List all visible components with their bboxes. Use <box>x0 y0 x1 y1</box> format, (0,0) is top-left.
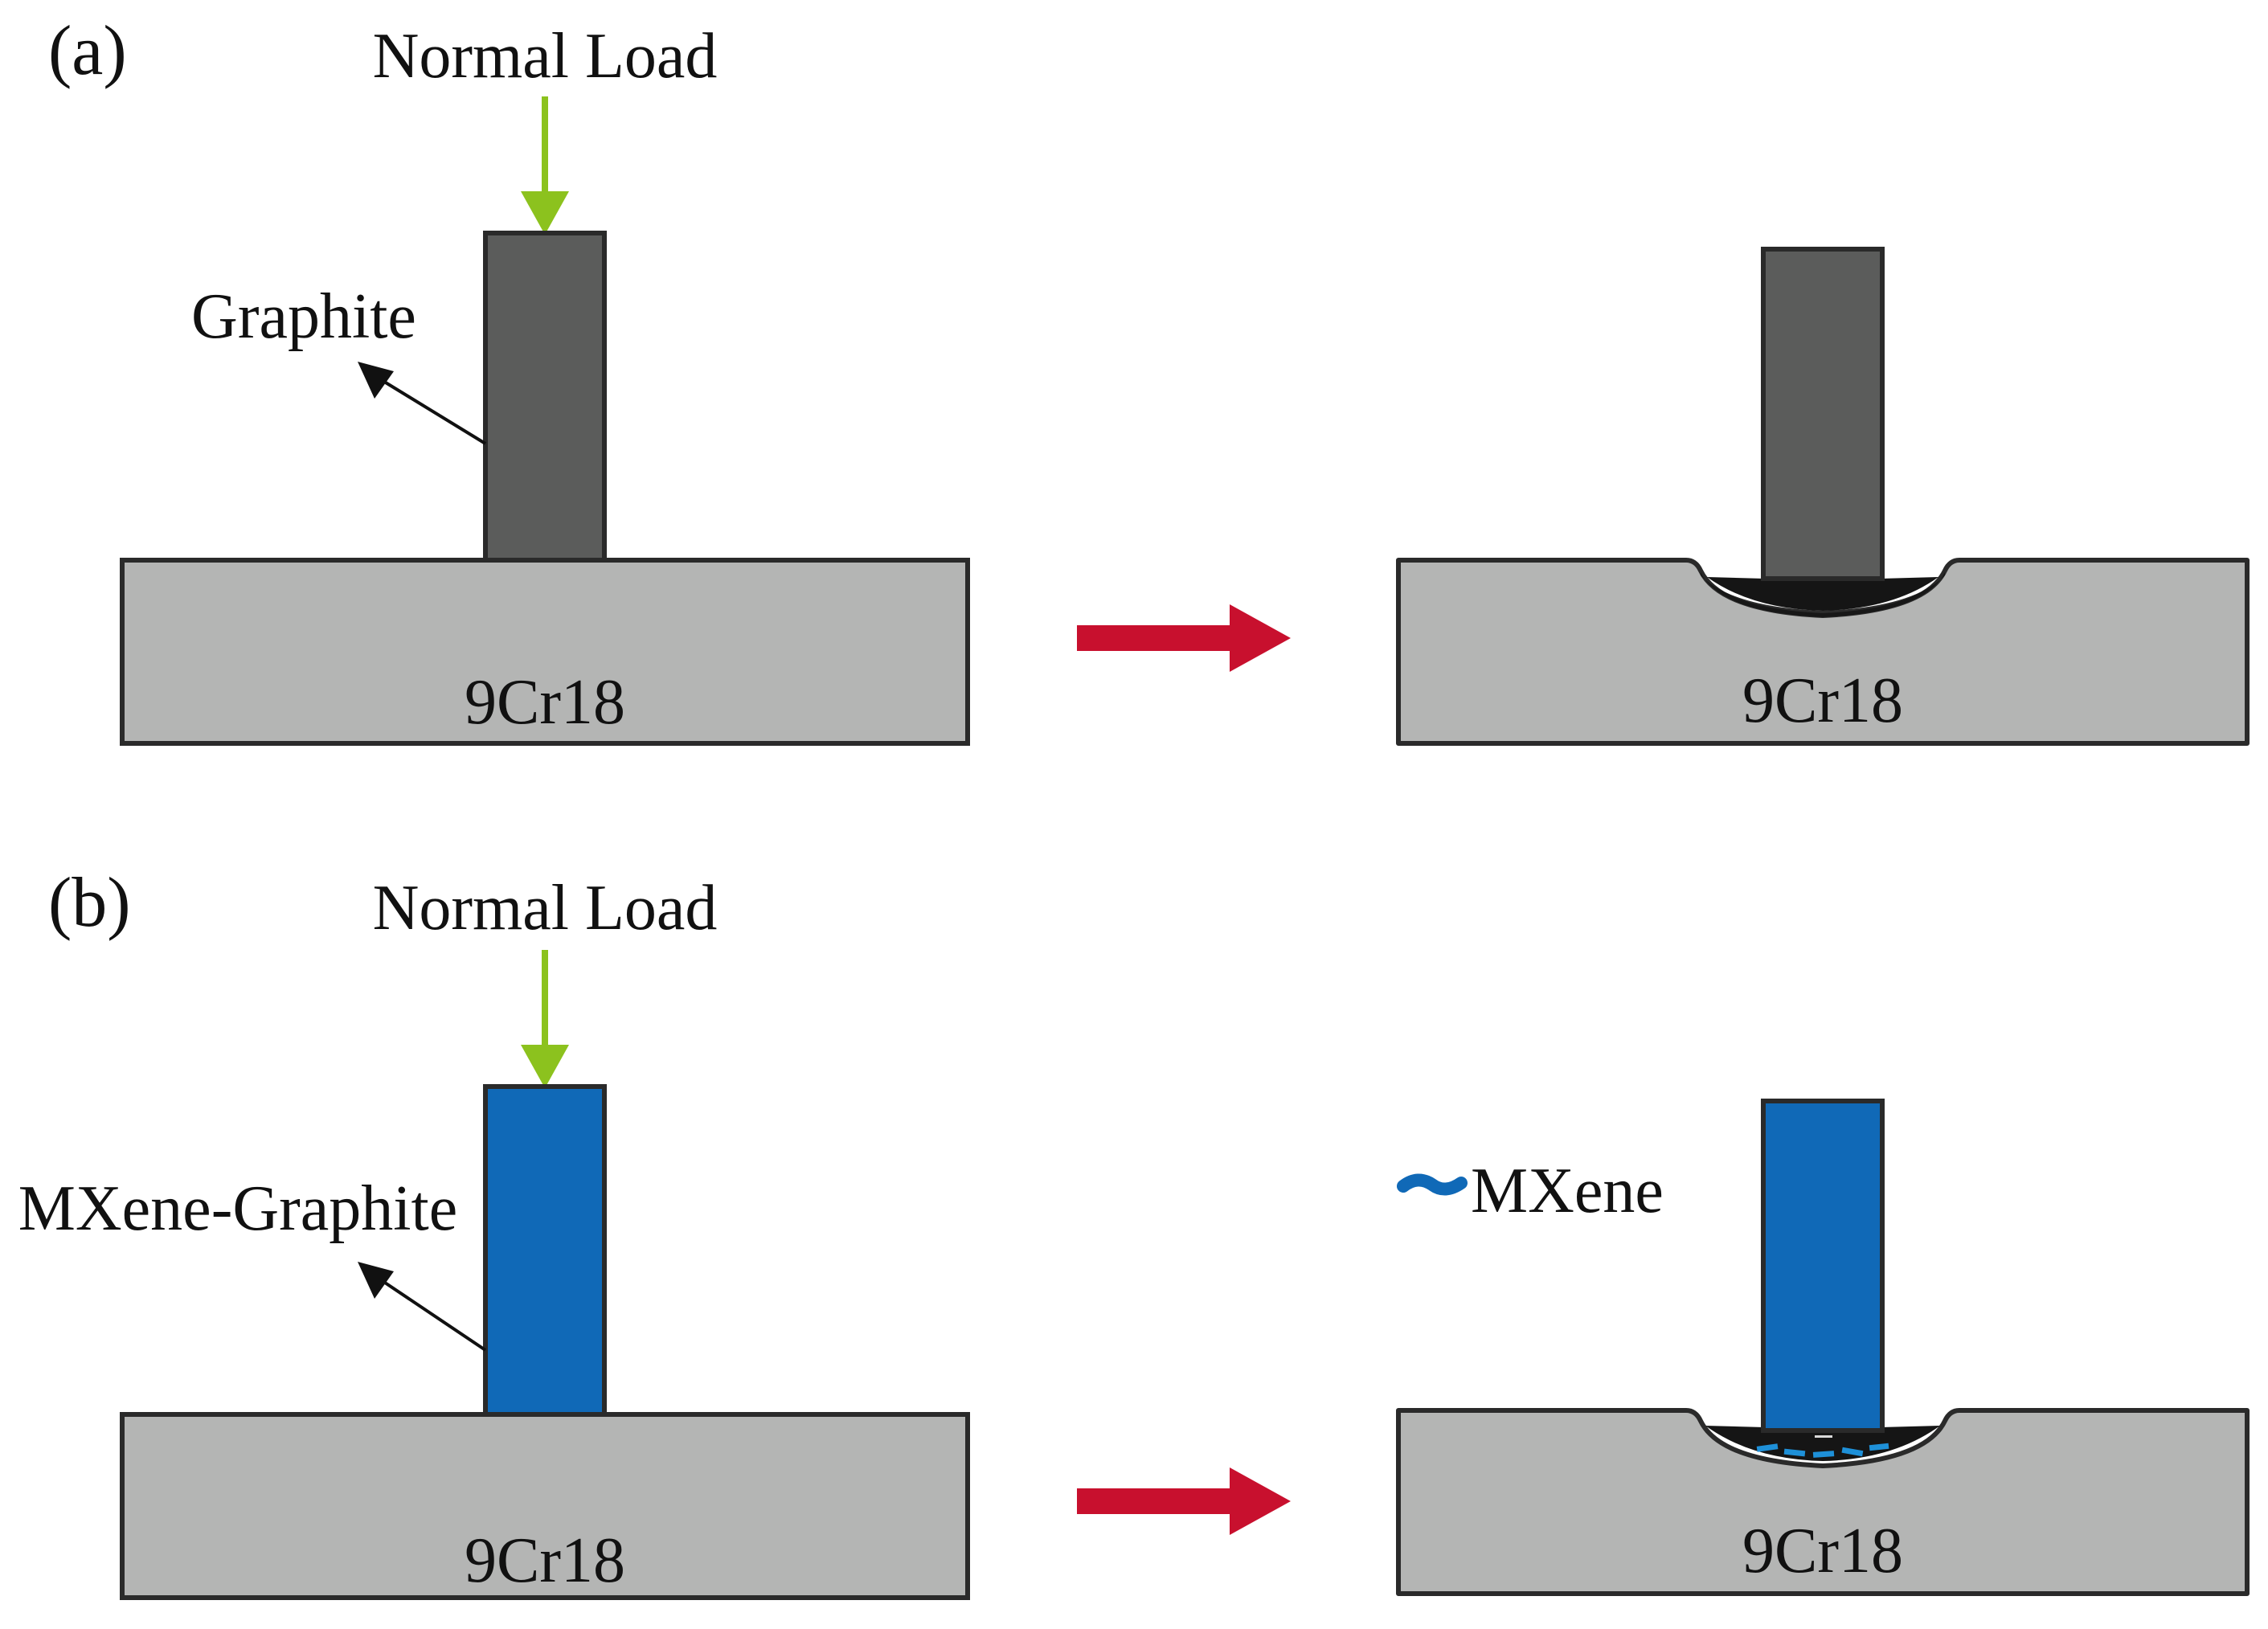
panel-b-substrate-after <box>1396 1408 2250 1596</box>
panel-a-wear-film <box>1707 577 1938 611</box>
panel-b-before: Normal Load 9Cr18 MXene-Graphite <box>18 873 970 1600</box>
panel-a-substrate-label-before: 9Cr18 <box>465 667 625 738</box>
panel-a: (a) Normal Load 9Cr18 Graphite <box>48 12 2250 746</box>
panel-b: (b) Normal Load 9Cr18 MXene-Graphite <box>18 864 2250 1600</box>
panel-b-mxene-graphite-pin-worn <box>1761 1099 1885 1433</box>
panel-b-pin-label: MXene-Graphite <box>18 1173 457 1244</box>
mxene-legend: MXene <box>1397 1156 1664 1226</box>
panel-a-substrate-label-after: 9Cr18 <box>1742 665 1903 736</box>
panel-a-pin-pointer-arrow <box>358 362 487 445</box>
panel-a-graphite-pin-worn <box>1761 247 1885 581</box>
panel-b-after: 9Cr18 MXene <box>1396 1099 2250 1596</box>
panel-a-load-arrow <box>521 96 569 235</box>
panel-a-label: (a) <box>48 12 127 90</box>
mxene-flake-icon <box>1397 1173 1468 1196</box>
panel-b-substrate-before <box>120 1412 970 1600</box>
panel-b-pin-pointer-arrow <box>358 1262 487 1352</box>
panel-a-substrate-before <box>120 558 970 746</box>
panel-a-load-label: Normal Load <box>373 21 718 92</box>
panel-a-before: Normal Load 9Cr18 Graphite <box>120 21 970 746</box>
panel-a-graphite-pin <box>483 231 607 563</box>
panel-b-load-label: Normal Load <box>373 873 718 943</box>
panel-b-wear-film <box>1705 1426 1940 1461</box>
panel-b-mxene-flakes <box>1756 1435 1889 1458</box>
panel-a-after: 9Cr18 <box>1396 247 2250 746</box>
panel-a-pin-label: Graphite <box>191 281 416 352</box>
mxene-legend-label: MXene <box>1471 1156 1664 1226</box>
panel-b-mxene-graphite-pin <box>483 1084 607 1417</box>
panel-a-process-arrow <box>1077 604 1291 672</box>
panel-b-process-arrow <box>1077 1467 1291 1535</box>
panel-b-load-arrow <box>521 950 569 1088</box>
panel-b-label: (b) <box>48 864 131 942</box>
panel-b-substrate-label-before: 9Cr18 <box>465 1525 625 1596</box>
panel-b-substrate-label-after: 9Cr18 <box>1742 1516 1903 1586</box>
